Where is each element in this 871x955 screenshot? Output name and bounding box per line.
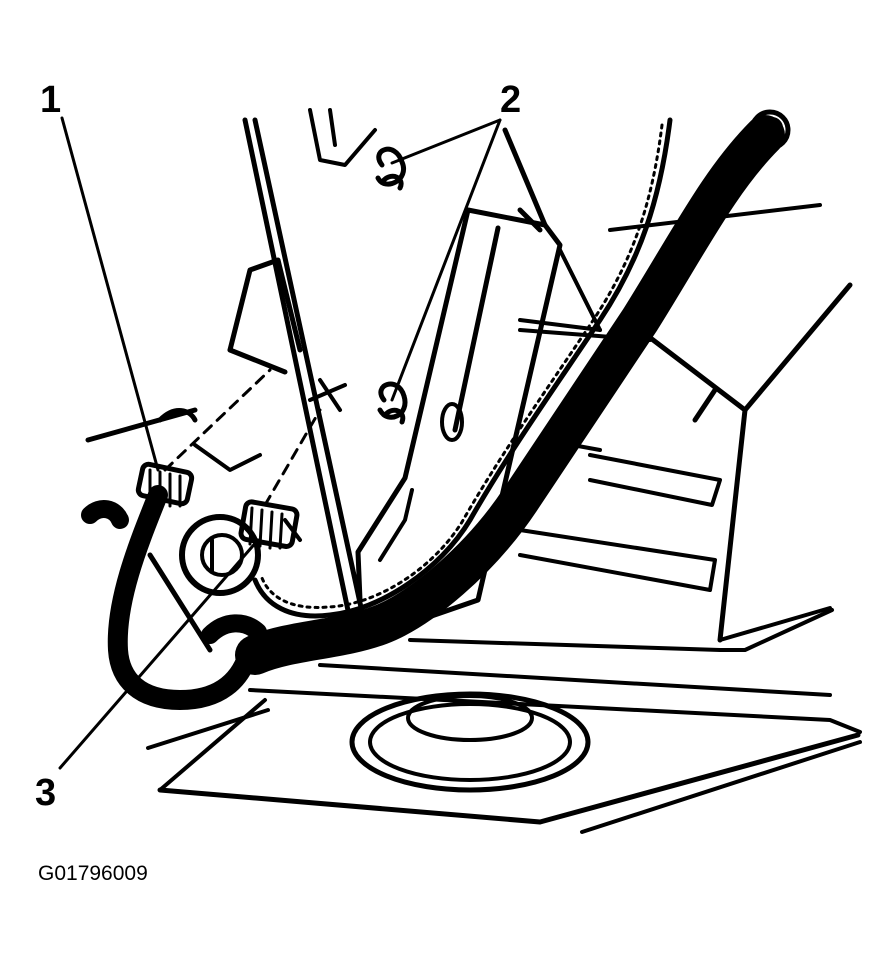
figure-code: G01796009 (38, 862, 148, 885)
floor-plug (349, 691, 591, 793)
pillar-bracket (227, 108, 563, 623)
secondary-harness-sheath (252, 117, 673, 619)
callout-3: 3 (35, 772, 56, 814)
connector-3 (238, 499, 300, 550)
routing-guides (163, 368, 322, 507)
harness-clip-upper (375, 146, 407, 191)
main-wiring-harness (235, 109, 791, 675)
mating-socket (179, 514, 261, 596)
callout-2: 2 (500, 79, 521, 121)
callout-1: 1 (40, 79, 61, 121)
floor-panel (146, 663, 862, 834)
left-wall (85, 407, 213, 653)
harness-clip-lower (377, 381, 408, 425)
leader-lines (58, 116, 502, 770)
left-harness-branch (81, 485, 267, 710)
